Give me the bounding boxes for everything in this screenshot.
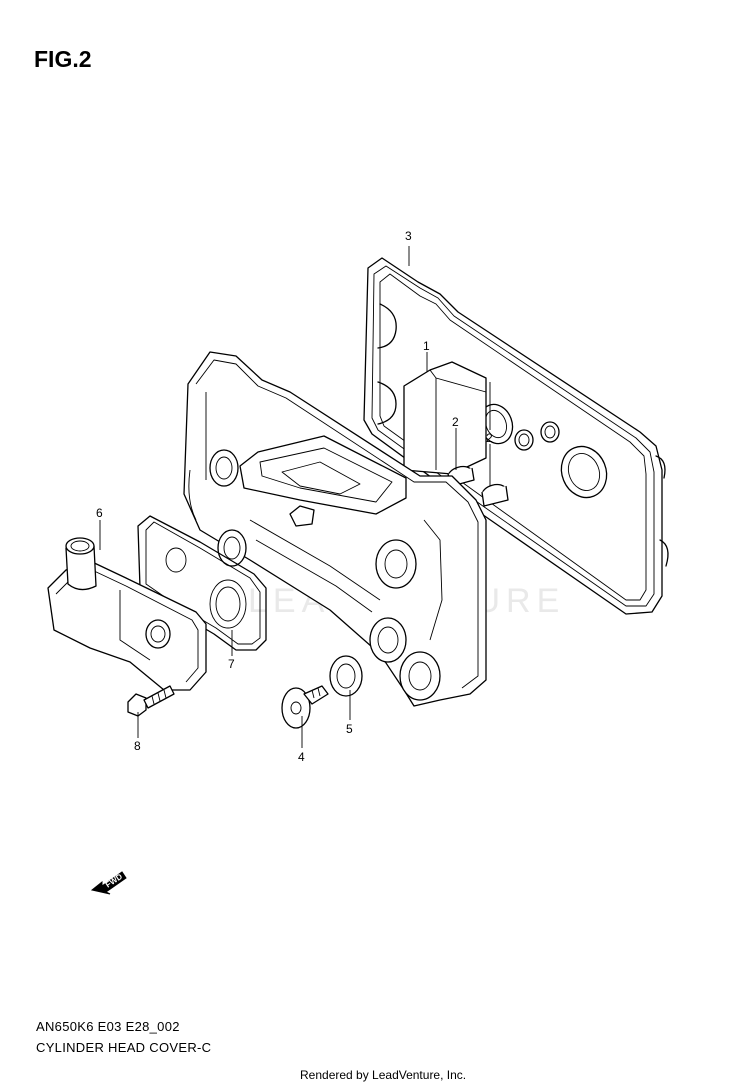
callout-6: 6 (96, 506, 103, 520)
callout-2a: 2 (452, 415, 459, 429)
part-3-cover-gasket (363, 257, 669, 615)
part-6-outlet-housing (47, 537, 207, 691)
callout-5: 5 (346, 722, 353, 736)
part-5-washer (329, 655, 363, 697)
part-8-bolt (127, 685, 175, 717)
part-1-and-dowels (403, 361, 509, 507)
cylinder-head-cover-body (183, 351, 487, 707)
fwd-arrow-icon: FWD (90, 871, 127, 895)
callout-4: 4 (298, 750, 305, 764)
callout-3: 3 (405, 229, 412, 243)
model-code: AN650K6 E03 E28_002 (36, 1019, 180, 1034)
section-name: CYLINDER HEAD COVER-C (36, 1040, 212, 1055)
leader-lines (99, 246, 491, 748)
callout-1: 1 (423, 339, 430, 353)
callout-7: 7 (228, 657, 235, 671)
callout-2b: 2 (486, 431, 493, 445)
rendered-by-credit: Rendered by LeadVenture, Inc. (300, 1068, 467, 1082)
part-4-bolt (281, 685, 329, 729)
figure-title: FIG.2 (34, 46, 92, 72)
callout-8: 8 (134, 739, 141, 753)
